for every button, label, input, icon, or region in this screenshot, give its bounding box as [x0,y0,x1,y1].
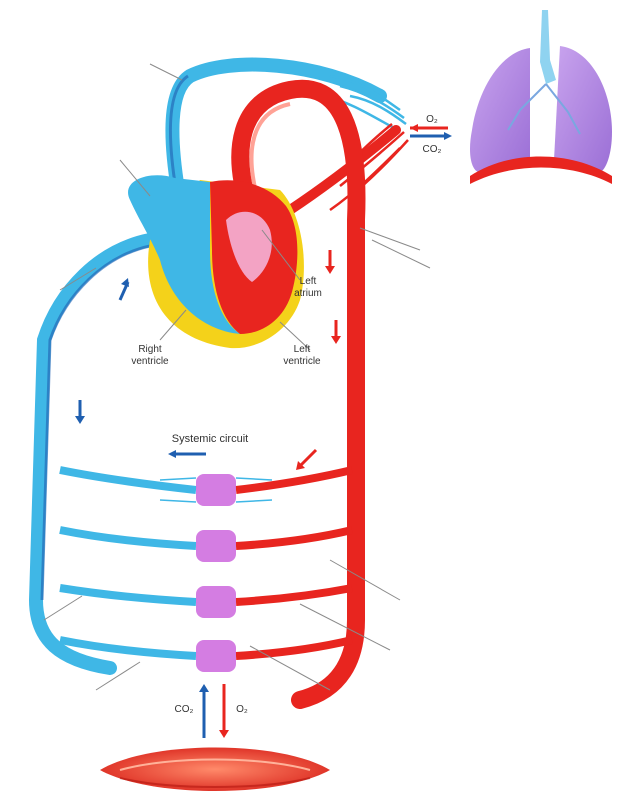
arrow-down-icon [75,416,85,424]
lungs-icon [470,10,612,184]
vena-cava [36,240,150,668]
left-ventricle-label: Leftventricle [283,344,321,367]
heart-icon [128,175,304,348]
capillary-bed-3 [60,586,352,618]
lung-o2-label: O₂ [426,114,438,125]
arrow-left-icon [168,450,176,458]
lung-co2-label: CO₂ [423,144,442,155]
lung-gas-exchange: O₂ CO₂ [410,114,452,155]
tissue-o2-label: O₂ [236,704,248,715]
systemic-circuit-label: Systemic circuit [172,433,248,445]
capillary-bed-1 [60,470,352,506]
tissue-co2-label: CO₂ [175,704,194,715]
tissue-gas-exchange: CO₂ O₂ [175,684,248,738]
capillary-bed-2 [60,530,352,562]
tissue-icon [100,748,330,792]
systemic-capillary-beds [60,470,352,672]
right-ventricle-label: Rightventricle [131,344,169,367]
arrow-down-red-icon [325,266,335,274]
